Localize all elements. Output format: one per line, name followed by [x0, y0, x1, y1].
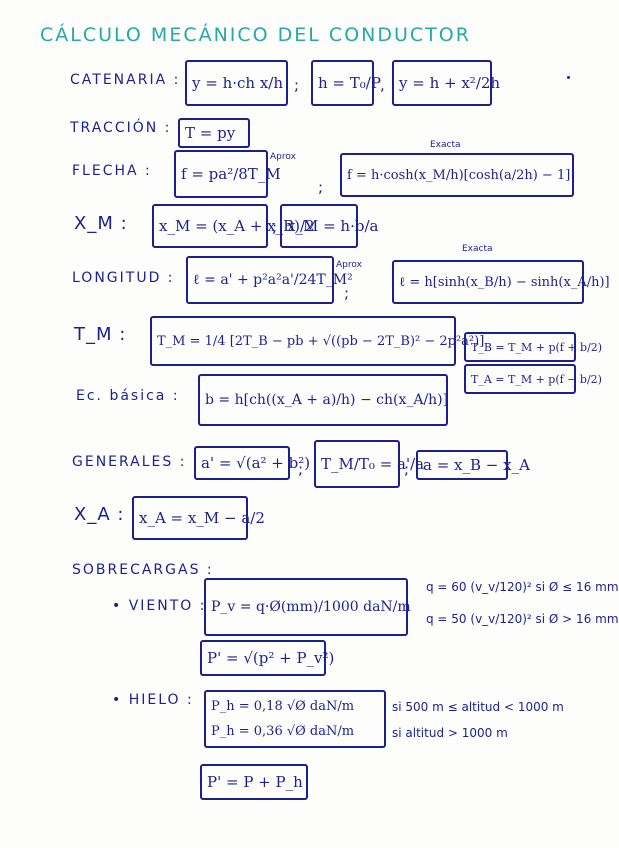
separator: ; [298, 460, 304, 478]
viento-q2: q = 50 (v_v/120)² si Ø > 16 mm [426, 612, 619, 626]
traccion-formula: T = py [178, 118, 250, 148]
aprox-note: Aprox [270, 152, 296, 162]
viento-q1: q = 60 (v_v/120)² si Ø ≤ 16 mm [426, 580, 619, 594]
flecha-label: FLECHA : [72, 163, 152, 179]
viento-label: • VIENTO : [112, 598, 207, 614]
separator: ; [318, 178, 324, 196]
longitud-formula-exacta: ℓ = h[sinh(x_B/h) − sinh(x_A/h)] [392, 260, 610, 304]
catenaria-formula-1: y = h·ch x/h [185, 60, 288, 106]
generales-formula-1: a' = √(a² + b²) [194, 446, 310, 480]
hielo-condition-1: si 500 m ≤ altitud < 1000 m [392, 700, 564, 714]
tb-formula: T_B = T_M + p(f + b/2) [464, 332, 602, 362]
separator: ; [272, 218, 278, 236]
generales-formula-3: a = x_B − x_A [416, 450, 530, 480]
longitud-formula-aprox: ℓ = a' + p²a²a'/24T_M² [186, 256, 353, 304]
flecha-formula-aprox: f = pa²/8T_M [174, 150, 281, 198]
hielo-formula-2: P_h = 0,36 √Ø daN/m [211, 724, 355, 739]
xm-formula-2: x_M = h·b/a [280, 204, 378, 248]
xa-label: X_A : [74, 504, 125, 525]
separator: , [380, 76, 385, 94]
generales-label: GENERALES : [72, 454, 187, 470]
separator: ; [294, 76, 300, 94]
xm-label: X_M : [74, 213, 128, 234]
aprox-note: Aprox [336, 260, 362, 270]
viento-p-prime-formula: P' = √(p² + P_v²) [200, 640, 334, 676]
page-title: CÁLCULO MECÁNICO DEL CONDUCTOR [40, 24, 471, 46]
ta-formula: T_A = T_M + p(f − b/2) [464, 364, 602, 394]
catenaria-formula-3: y = h + x²/2h [392, 60, 500, 106]
longitud-label: LONGITUD : [72, 270, 175, 286]
tm-label: T_M : [74, 324, 127, 345]
separator: ; [404, 460, 410, 478]
exacta-note: Exacta [430, 140, 461, 150]
sobrecargas-label: SOBRECARGAS : [72, 562, 214, 578]
catenaria-formula-2: h = T₀/P [311, 60, 381, 106]
generales-formula-2: T_M/T₀ = a'/a [314, 440, 424, 488]
ec-basica-formula: b = h[ch((x_A + a)/h) − ch(x_A/h)] [198, 374, 448, 426]
hielo-condition-2: si altitud > 1000 m [392, 726, 508, 740]
ec-basica-label: Ec. básica : [76, 388, 180, 404]
separator: ; [344, 284, 350, 302]
hielo-label: • HIELO : [112, 692, 194, 708]
ink-dot [567, 76, 570, 79]
exacta-note: Exacta [462, 244, 493, 254]
traccion-label: TRACCIÓN : [70, 120, 172, 136]
xm-formula-1: x_M = (x_A + x_B)/2 [152, 204, 315, 248]
tm-formula: T_M = 1/4 [2T_B − pb + √((pb − 2T_B)² − … [150, 316, 484, 366]
hielo-formula-1: P_h = 0,18 √Ø daN/m [211, 699, 355, 714]
viento-formula: P_v = q·Ø(mm)/1000 daN/m [204, 578, 411, 636]
xa-formula: x_A = x_M − a/2 [132, 496, 265, 540]
flecha-formula-exacta: f = h·cosh(x_M/h)[cosh(a/2h) − 1] [340, 153, 574, 197]
hielo-p-prime-formula: P' = P + P_h [200, 764, 308, 800]
catenaria-label: CATENARIA : [70, 72, 181, 88]
hielo-formulas: P_h = 0,18 √Ø daN/m P_h = 0,36 √Ø daN/m [204, 690, 386, 748]
